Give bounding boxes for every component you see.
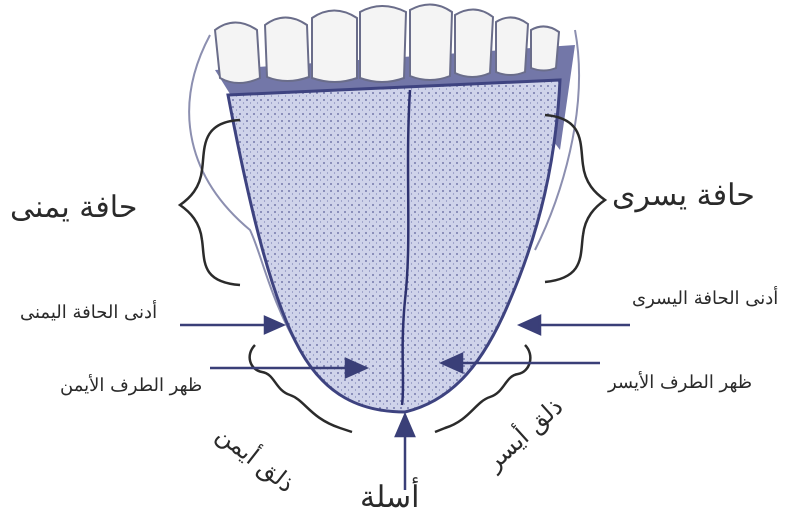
teeth <box>215 4 559 83</box>
label-left-tip-back: ظهر الطرف الأيسر <box>608 372 752 393</box>
label-tip: أسلة <box>360 480 420 515</box>
brace-right-edge <box>180 120 240 285</box>
label-left-edge: حافة يسرى <box>612 178 755 213</box>
label-right-tip-back: ظهر الطرف الأيمن <box>60 375 202 396</box>
label-lower-left-edge: أدنى الحافة اليسرى <box>632 288 778 309</box>
label-lower-right-edge: أدنى الحافة اليمنى <box>20 302 157 323</box>
label-right-edge: حافة يمنى <box>10 190 137 225</box>
